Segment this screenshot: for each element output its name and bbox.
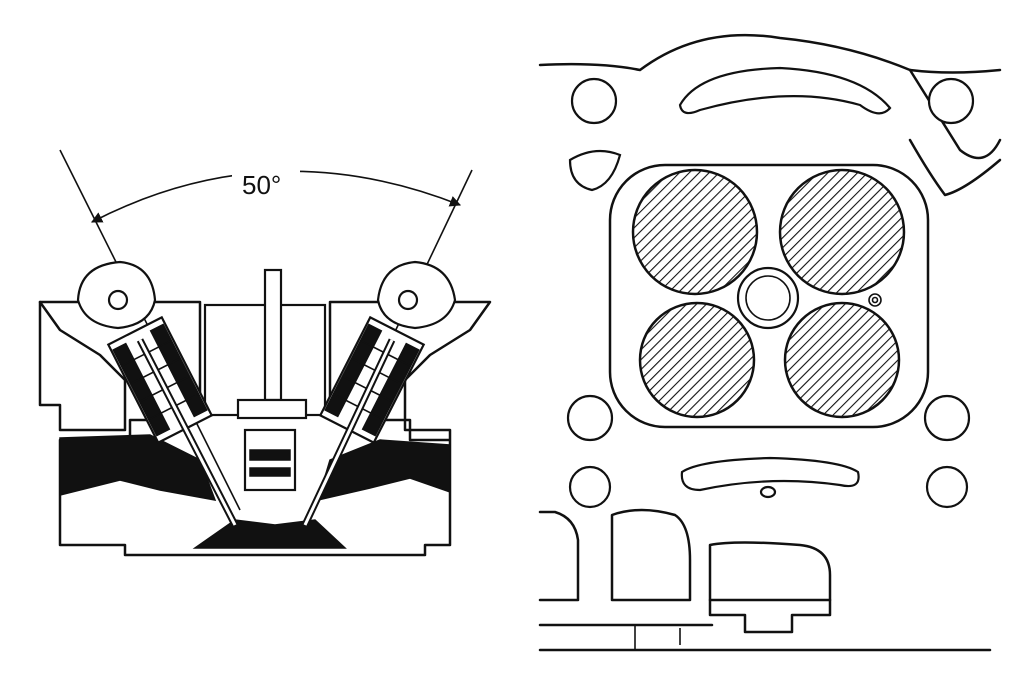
small-passage: [868, 293, 882, 307]
angle-label: 50°: [242, 170, 281, 200]
small-port: [759, 485, 777, 499]
head-top-contour: [538, 33, 1002, 74]
head-face-view: [538, 33, 1002, 652]
valve-head: [638, 301, 756, 419]
coolant-slot-top: [678, 66, 892, 115]
chamber-outline: [608, 163, 930, 429]
coolant-notch: [568, 149, 622, 192]
cross-section-view: 50°: [38, 149, 492, 557]
bolt-hole: [927, 77, 975, 125]
lower-casting: [538, 510, 580, 602]
valve-head: [778, 168, 906, 296]
angle-label-mask: [232, 160, 300, 196]
right-rocker-pivot: [397, 289, 419, 311]
bolt-hole: [570, 77, 618, 125]
spark-plug-hole: [736, 266, 800, 330]
spark-plug-shaft: [263, 268, 283, 402]
left-rocker-pivot: [107, 289, 129, 311]
valve-head: [783, 301, 901, 419]
bolt-hole: [923, 394, 971, 442]
bolt-hole: [568, 465, 612, 509]
valve-head: [631, 168, 759, 296]
coolant-slot-bottom: [680, 456, 860, 492]
bolt-hole: [925, 465, 969, 509]
combustion-chamber: [192, 519, 347, 549]
right-water-jacket: [316, 439, 451, 502]
bolt-hole: [566, 394, 614, 442]
